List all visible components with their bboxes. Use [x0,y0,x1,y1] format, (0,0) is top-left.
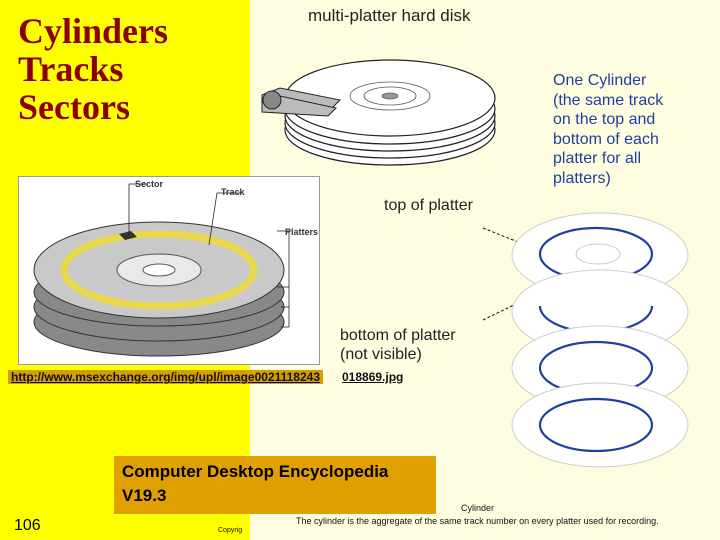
multi-platter-disk-diagram [261,59,689,468]
top-of-platter-label: top of platter [384,197,473,214]
title-cylinders: Cylinders [18,11,169,51]
figure-caption: The cylinder is the aggregate of the sam… [296,516,659,526]
cylinder-desc-line: platter for all [553,150,642,167]
cylinder-desc-line: bottom of each [553,130,659,148]
source-line: Computer Desktop Encyclopedia [122,462,389,481]
bottom-label-line: (not visible) [340,346,422,363]
read-write-arm [261,87,342,117]
title-tracks: Tracks [18,49,124,89]
sector-label: Sector [135,179,164,189]
cylinder-desc-line: on the top and [553,111,656,128]
source-line: V19.3 [122,486,167,505]
cylinder-desc-line: (the same track [553,91,664,109]
exploded-platters [511,212,689,468]
cylinder-desc-line: platters) [553,169,611,187]
source-text: Computer Desktop Encyclopedia V19.3 [122,460,388,508]
diagram-heading: multi-platter hard disk [308,6,471,25]
cylinder-desc-line: One Cylinder [553,72,647,89]
bottom-of-platter-label: bottom of platter (not visible) [340,326,456,364]
source-box: Computer Desktop Encyclopedia V19.3 [114,456,436,514]
source-url-link-tail[interactable]: 018869.jpg [342,370,404,384]
inset-disk-drawing [33,183,290,357]
bottom-label-line: bottom of platter [340,327,456,344]
cylinder-description: One Cylinder (the same track on the top … [553,71,703,188]
title-sectors: Sectors [18,87,130,127]
sector-track-inset: Sector Track Platters [18,176,320,365]
platters-label: Platters [285,227,319,237]
slide-number: 106 [14,517,41,534]
figure-caption-title: Cylinder [461,503,495,513]
copyright-note: Copyrig [218,527,243,534]
track-label: Track [221,187,245,197]
source-url-link[interactable]: http://www.msexchange.org/img/upl/image0… [8,370,323,384]
